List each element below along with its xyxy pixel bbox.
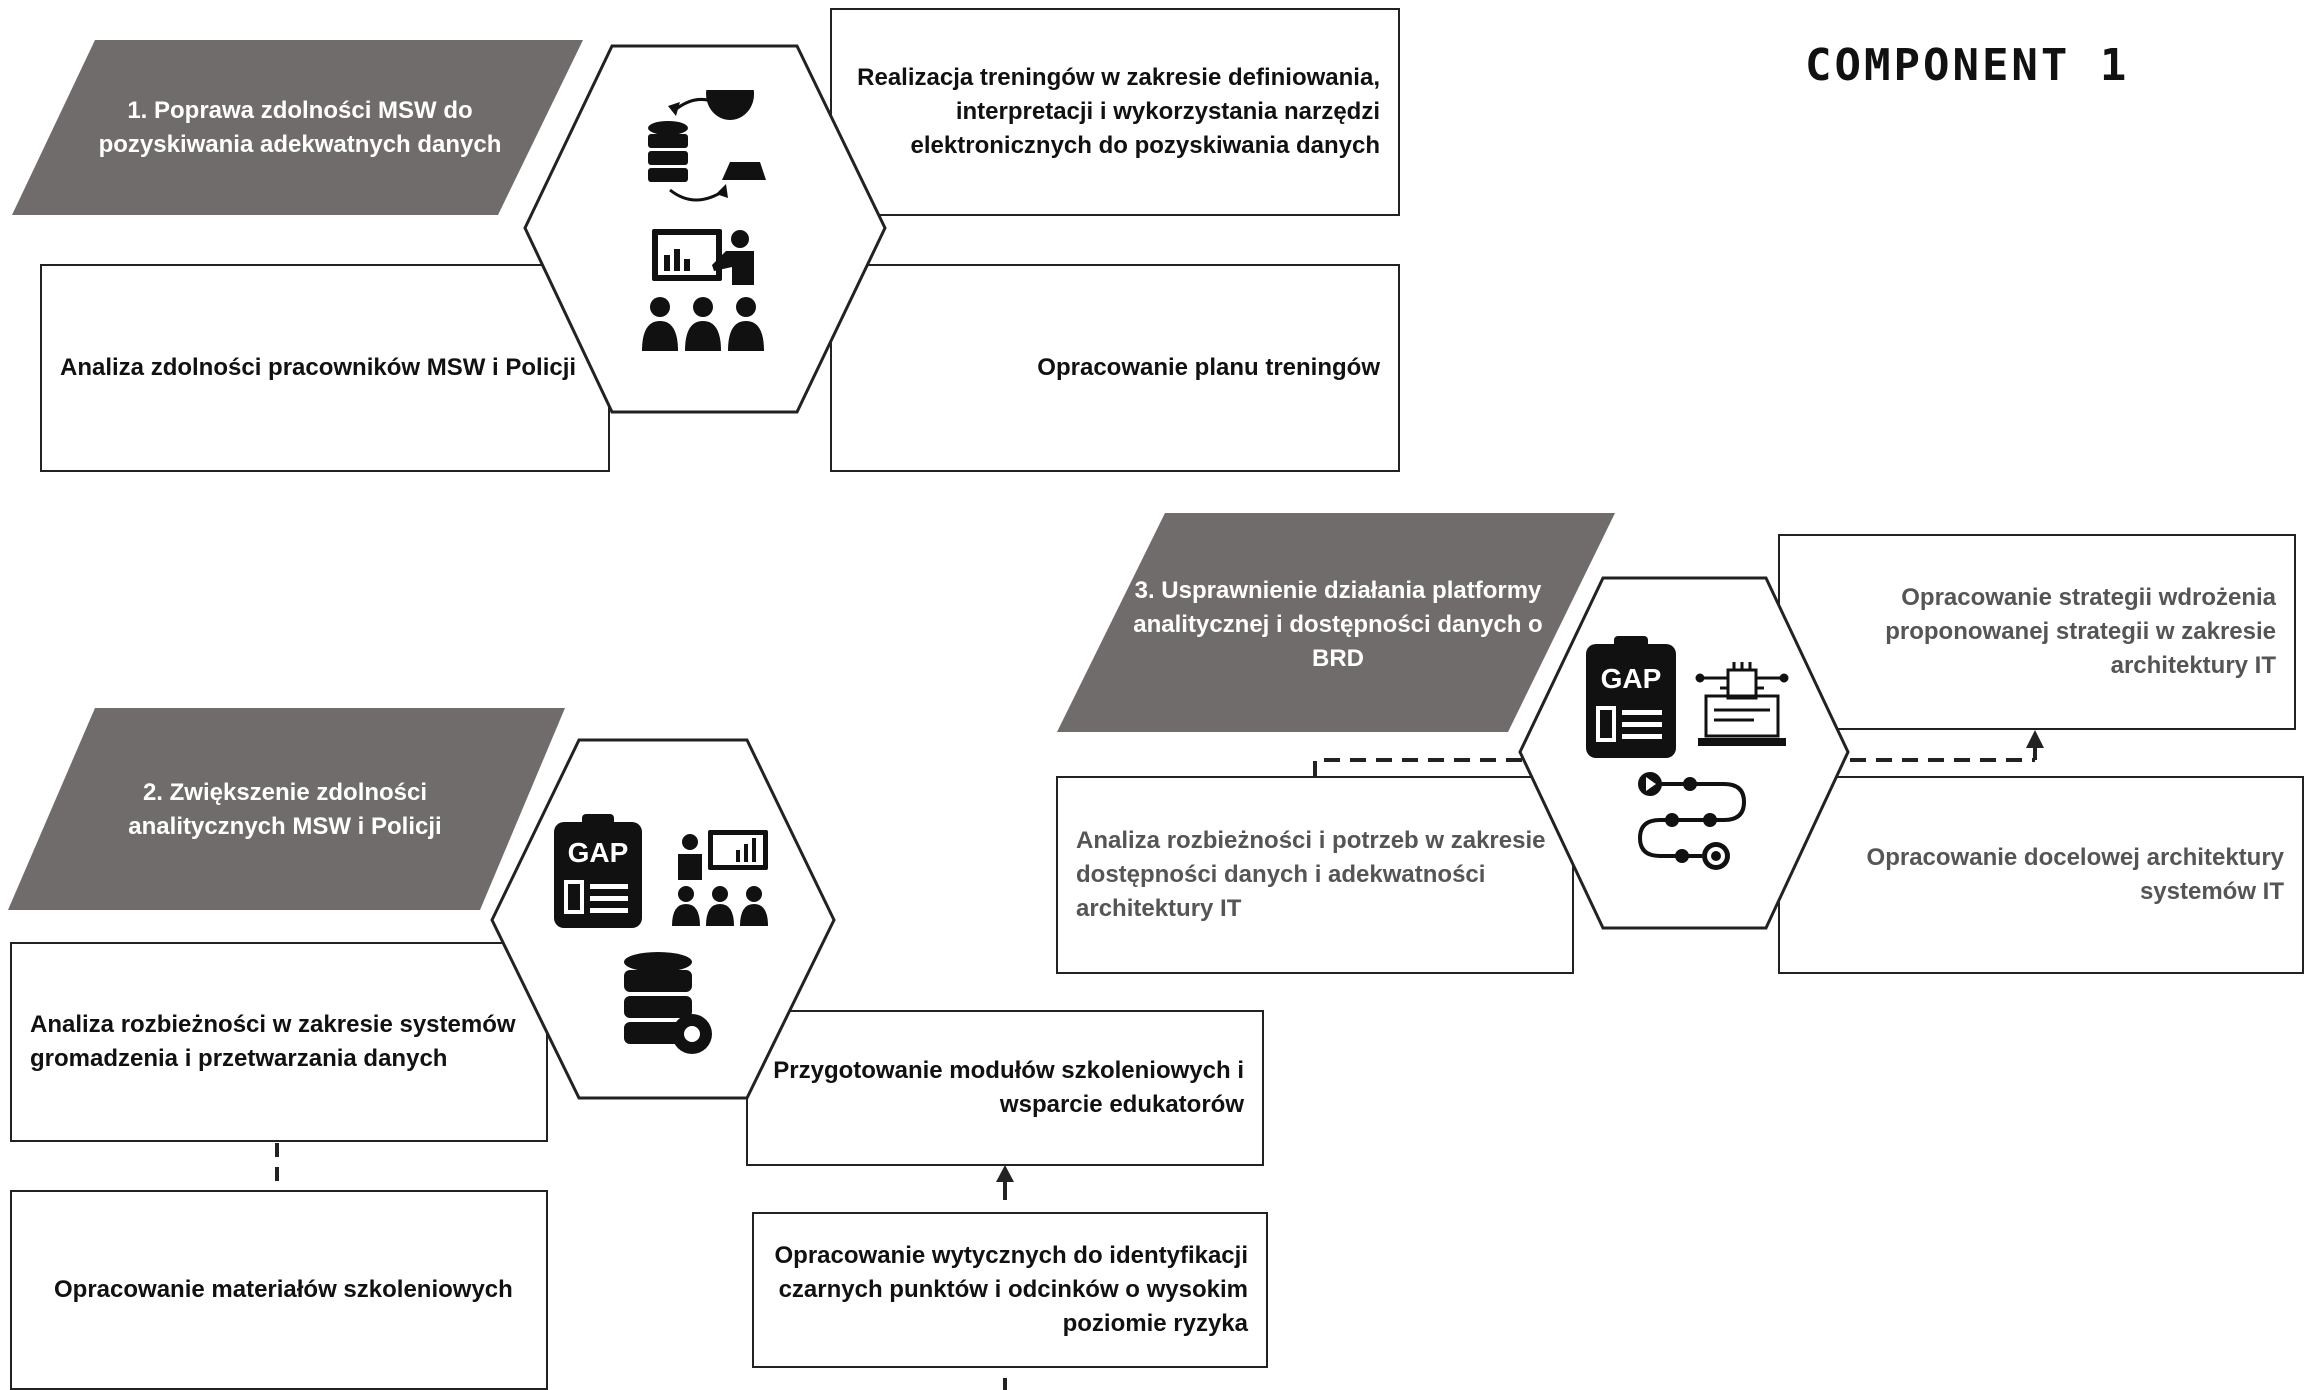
box-staff-analysis-text: Analiza zdolności pracowników MSW i Poli… — [60, 354, 577, 381]
presentation-icon — [642, 229, 764, 351]
box-training-materials: Opracowanie materiałów szkoleniowych — [10, 1190, 548, 1390]
database-gear-icon — [624, 952, 712, 1054]
box-gap-analysis-systems: Analiza rozbieżności w zakresie systemów… — [10, 942, 548, 1142]
trainer-audience-icon — [672, 830, 768, 926]
database-icon — [648, 121, 688, 182]
box-black-spots-guidelines-text: Opracowanie wytycznych do identyfikacji … — [774, 1242, 1248, 1337]
heading-1-text: 1. Poprawa zdolności MSW do pozyskiwania… — [98, 96, 502, 158]
heading-3: 3. Usprawnienie działania platformy anal… — [1128, 570, 1548, 680]
box-target-architecture: Opracowanie docelowej architektury syste… — [1778, 776, 2304, 974]
connector-left-dashed — [1313, 758, 1525, 777]
heading-1-shape — [12, 40, 583, 215]
gap-clipboard-icon-3: GAP — [1586, 636, 1676, 758]
box-gap-analysis-systems-text: Analiza rozbieżności w zakresie systemów… — [30, 1011, 516, 1072]
roadmap-icon — [1637, 772, 1747, 870]
audience-icon — [642, 297, 764, 351]
gap-clipboard-icon: GAP — [554, 814, 642, 928]
heading-1: 1. Poprawa zdolności MSW do pozyskiwania… — [80, 70, 520, 185]
box-training-modules: Przygotowanie modułów szkoleniowych i ws… — [746, 1010, 1264, 1166]
heading-2-shape — [8, 708, 565, 910]
connector-right-arrowhead — [2026, 730, 2044, 748]
box-black-spots-guidelines: Opracowanie wytycznych do identyfikacji … — [752, 1212, 1268, 1368]
box-it-strategy-text: Opracowanie strategii wdrożenia proponow… — [1885, 584, 2276, 679]
box-training-plan-text: Opracowanie planu treningów — [1037, 354, 1380, 381]
box-training-materials-text: Opracowanie materiałów szkoleniowych — [54, 1276, 513, 1303]
gap-label-2: GAP — [568, 837, 629, 868]
connector-arrowhead — [996, 1165, 1014, 1182]
heading-2: 2. Zwiększenie zdolności analitycznych M… — [70, 760, 500, 860]
box-training-realization: Realizacja treningów w zakresie definiow… — [830, 8, 1400, 216]
box-training-realization-text: Realizacja treningów w zakresie definiow… — [857, 64, 1380, 159]
box-training-modules-text: Przygotowanie modułów szkoleniowych i ws… — [773, 1057, 1244, 1118]
heading-3-text: 3. Usprawnienie działania platformy anal… — [1133, 577, 1543, 672]
box-it-strategy: Opracowanie strategii wdrożenia proponow… — [1778, 534, 2296, 730]
database-support-icon — [648, 90, 766, 202]
laptop-circuit-icon — [1695, 662, 1789, 746]
box-data-gap-analysis: Analiza rozbieżności i potrzeb w zakresi… — [1056, 776, 1574, 974]
box-training-plan: Opracowanie planu treningów — [830, 264, 1400, 472]
box-staff-analysis: Analiza zdolności pracowników MSW i Poli… — [40, 264, 610, 472]
page-title: COMPONENT 1 — [1805, 40, 2130, 91]
box-data-gap-analysis-text: Analiza rozbieżności i potrzeb w zakresi… — [1076, 827, 1546, 922]
support-agent-icon — [706, 90, 766, 180]
heading-3-shape — [1057, 513, 1615, 732]
box-target-architecture-text: Opracowanie docelowej architektury syste… — [1866, 844, 2284, 905]
heading-2-text: 2. Zwiększenie zdolności analitycznych M… — [128, 779, 442, 840]
gap-label-3: GAP — [1601, 663, 1662, 694]
